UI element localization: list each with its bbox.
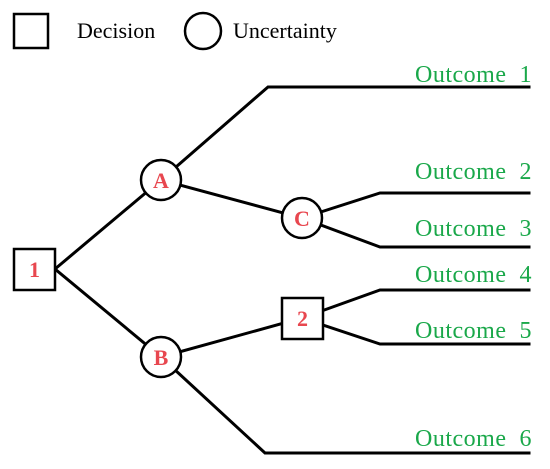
decision-node-2: 2 [280, 296, 325, 341]
edge-C-outcome3 [300, 216, 531, 249]
decision-legend-label: Decision [77, 18, 155, 43]
uncertainty-legend-label: Uncertainty [233, 18, 337, 43]
edge-C-outcome2 [300, 191, 531, 220]
node-label-A: A [153, 168, 169, 193]
edge-B-outcome6 [158, 354, 531, 455]
outcome-label-6: Outcome 6 [415, 426, 532, 452]
outcome-label-5: Outcome 5 [415, 318, 532, 344]
outcome-label-1: Outcome 1 [415, 62, 532, 88]
edge-2-outcome4 [300, 288, 531, 320]
edge-1-B [52, 266, 164, 360]
outcome-label-3: Outcome 3 [415, 216, 532, 242]
decision-legend-icon [12, 12, 50, 50]
decision-node-1: 1 [12, 247, 57, 292]
node-label-B: B [154, 345, 169, 370]
edge-A-C [159, 178, 304, 220]
uncertainty-node-B: B [139, 335, 183, 379]
outcome-label-4: Outcome 4 [415, 262, 532, 288]
edge-A-outcome1 [158, 85, 531, 183]
outcome-label-2: Outcome 2 [415, 159, 532, 185]
node-label-1: 1 [29, 257, 40, 282]
edge-1-A [52, 177, 164, 272]
node-label-C: C [294, 206, 310, 231]
uncertainty-node-C: C [280, 196, 324, 240]
edge-2-outcome5 [300, 316, 531, 346]
outcome-labels: Outcome 1 Outcome 2 Outcome 3 Outcome 4 … [415, 62, 532, 452]
legend: Decision Uncertainty [12, 11, 337, 51]
uncertainty-node-A: A [139, 158, 183, 202]
tree-edges [52, 85, 531, 455]
node-label-2: 2 [297, 306, 308, 331]
uncertainty-legend-icon [183, 11, 223, 51]
edge-B-2 [159, 316, 304, 359]
